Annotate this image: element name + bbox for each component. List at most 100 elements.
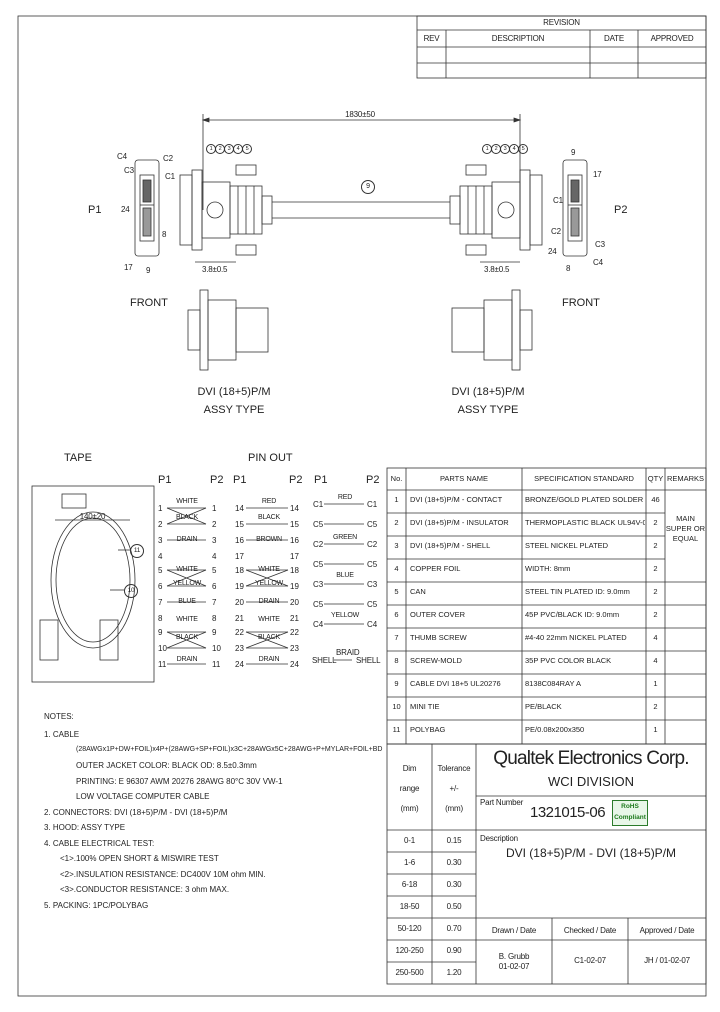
pin-right: 9: [212, 628, 217, 637]
assy-right-line2: ASSY TYPE: [457, 404, 519, 416]
revision-header-approved: APPROVED: [650, 34, 694, 43]
dim-header: (mm): [400, 804, 419, 813]
pinout-group1-lines: [166, 507, 207, 665]
bom-row-spec: 8138C084RAY A: [525, 679, 582, 688]
left-assy-top-view: [187, 289, 269, 371]
front-label-left: FRONT: [130, 297, 168, 309]
pin-left: 10: [158, 644, 167, 653]
bom-row-spec: 35P PVC COLOR BLACK: [525, 656, 612, 665]
wire-color: DRAIN: [176, 656, 198, 663]
bom-row-spec: STEEL TIN PLATED ID: 9.0mm: [525, 587, 630, 596]
pin-right: 2: [212, 520, 217, 529]
wire-color: RED: [337, 494, 353, 501]
pin-left: 19: [235, 582, 244, 591]
bom-header-no: No.: [390, 474, 403, 483]
bom-row-spec: BRONZE/GOLD PLATED SOLDER TYPE: [525, 495, 645, 504]
wire-color: RED: [261, 498, 277, 505]
pin-left: 11: [158, 660, 167, 669]
pin-left: C5: [313, 560, 324, 569]
right-callout: C3: [595, 240, 605, 249]
pin-right: 24: [290, 660, 299, 669]
right-front-view: [562, 159, 588, 257]
balloon: 5: [518, 144, 528, 154]
pin-right: C2: [367, 540, 378, 549]
pin-right: 6: [212, 582, 217, 591]
bom-row-spec: PE/BLACK: [525, 702, 562, 711]
wire-color: BLACK: [258, 514, 280, 521]
pin-left: 16: [235, 536, 244, 545]
tol-header: (mm): [445, 804, 463, 813]
right-depth-dimension: 3.8±0.5: [484, 265, 510, 274]
pin-right: 19: [290, 582, 299, 591]
notes-line: LOW VOLTAGE COMPUTER CABLE: [76, 792, 210, 801]
left-depth-dimension: 3.8±0.5: [202, 265, 228, 274]
pin-right: C5: [367, 600, 378, 609]
wire-color: WHITE: [176, 616, 198, 623]
right-callout: C1: [553, 196, 563, 205]
pin-left: 6: [158, 582, 163, 591]
front-label-right: FRONT: [562, 297, 600, 309]
bom-remark: MAIN SUPER OR EQUAL: [665, 514, 706, 543]
notes-title: NOTES:: [44, 712, 74, 721]
length-dimension: 1830±50: [345, 110, 375, 119]
pin-left: 8: [158, 614, 163, 623]
wire-color: YELLOW: [173, 580, 201, 587]
tol-range: 50-120: [397, 924, 422, 933]
pin-left: 14: [235, 504, 244, 513]
tol-header: +/-: [449, 784, 459, 793]
pinout-group2-lines: [245, 507, 289, 665]
pin-left: 9: [158, 628, 163, 637]
tape-coil-frame: [31, 485, 155, 683]
bom-table-grid: [386, 467, 707, 745]
pin-left: 4: [158, 552, 163, 561]
wire-color: DRAIN: [176, 536, 198, 543]
wire-color: GREEN: [333, 534, 357, 541]
pinout-header: P2: [289, 474, 303, 486]
right-callout: C2: [551, 227, 561, 236]
bom-row-name: DVI (18+5)P/M - CONTACT: [410, 495, 503, 504]
checked-label: Checked / Date: [563, 926, 617, 935]
pinout-group3-lines: [324, 503, 364, 661]
left-callout: 9: [146, 266, 151, 275]
wire-color: WHITE: [258, 616, 280, 623]
pin-left: C2: [313, 540, 324, 549]
wire-color: BLUE: [336, 572, 354, 579]
pinout-header: P1: [158, 474, 172, 486]
revision-title: REVISION: [543, 18, 580, 27]
notes-line: 1. CABLE: [44, 730, 80, 739]
notes-line: 5. PACKING: 1PC/POLYBAG: [44, 900, 149, 910]
pin-left: C5: [313, 600, 324, 609]
pin-right: 1: [212, 504, 217, 513]
braid-label: BRAID: [336, 648, 360, 657]
notes-line: <1>.100% OPEN SHORT & MISWIRE TEST: [60, 854, 219, 863]
bom-row-qty: 46: [651, 495, 660, 504]
company-name: Qualtek Electronics Corp.: [493, 748, 689, 769]
pin-right: 7: [212, 598, 217, 607]
wire-color: BLUE: [178, 598, 196, 605]
left-connector-side-view: [179, 164, 273, 256]
notes-line: PRINTING: E 96307 AWM 20276 28AWG 80°C 3…: [76, 776, 283, 786]
tol-value: 0.15: [446, 836, 462, 845]
bom-row-no: 9: [394, 679, 399, 688]
wire-color: YELLOW: [255, 580, 283, 587]
assy-left-line1: DVI (18+5)P/M: [197, 386, 271, 398]
right-callout: 17: [593, 170, 602, 179]
right-connector-side-view: [449, 164, 543, 256]
bom-row-no: 10: [392, 702, 401, 711]
bom-row-qty: 2: [653, 564, 658, 573]
pin-right: 16: [290, 536, 299, 545]
cable-body: [272, 201, 450, 219]
tape-balloon-a: 11: [130, 544, 144, 558]
wire-color: BLACK: [258, 634, 280, 641]
p1-label: P1: [88, 204, 102, 216]
pin-right: 10: [212, 644, 221, 653]
bom-row-name: CAN: [410, 587, 426, 596]
pin-left: 15: [235, 520, 244, 529]
bom-row-qty: 2: [653, 518, 658, 527]
right-callout: 8: [566, 264, 571, 273]
bom-row-no: 4: [394, 564, 399, 573]
bom-row-name: CABLE DVI 18+5 UL20276: [410, 679, 501, 688]
pin-right: C1: [367, 500, 378, 509]
rohs-line1: RoHS: [621, 803, 639, 810]
left-callout: C3: [124, 166, 134, 175]
